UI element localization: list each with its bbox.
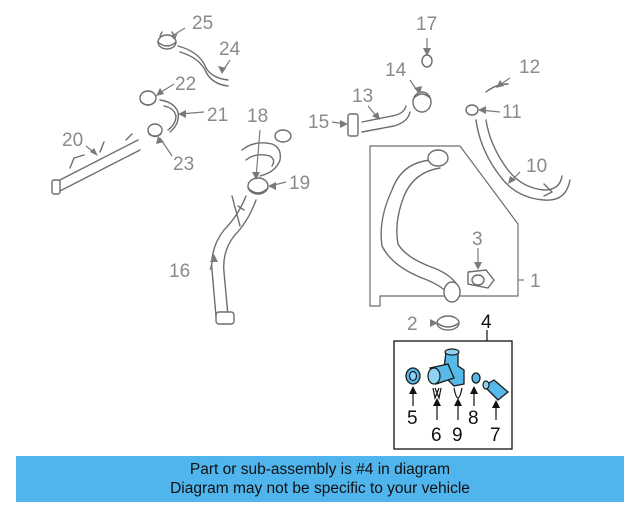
callout-22: 22 [175, 74, 196, 95]
callout-24: 24 [219, 39, 241, 60]
hose-1 [380, 149, 461, 303]
callout-23: 23 [173, 154, 194, 175]
clip-6-part [432, 387, 442, 401]
callout-8: 8 [468, 408, 479, 429]
hose-21 [159, 99, 180, 133]
pipe-20 [51, 133, 141, 195]
callout-16: 16 [169, 261, 190, 282]
callout-10: 10 [526, 156, 547, 177]
callout-14: 14 [385, 60, 407, 81]
callout-3: 3 [472, 229, 483, 250]
callout-6: 6 [431, 425, 442, 446]
callout-7: 7 [490, 425, 501, 446]
hose-24 [177, 45, 229, 87]
seal-11 [465, 104, 479, 116]
callout-18: 18 [247, 106, 268, 127]
parts-diagram: 25 24 22 21 23 20 18 19 16 17 14 13 15 1… [51, 13, 571, 450]
callout-9: 9 [452, 425, 463, 446]
leader-lines [85, 27, 524, 327]
callout-19: 19 [289, 173, 310, 194]
pipe-16 [211, 195, 257, 325]
callout-2: 2 [407, 314, 418, 335]
cap-14 [412, 91, 432, 113]
callout-15: 15 [308, 112, 329, 133]
hose-13 [361, 105, 411, 133]
oring-8-part [471, 372, 481, 384]
clamp-19 [247, 177, 269, 195]
banner-line-2: Diagram may not be specific to your vehi… [170, 480, 470, 497]
callout-5: 5 [407, 408, 418, 429]
sub-assembly-4[interactable] [393, 330, 513, 450]
hose-18 [241, 129, 292, 177]
callout-4: 4 [481, 312, 492, 333]
sensor-7-part [482, 379, 510, 401]
callout-21: 21 [207, 105, 228, 126]
callout-13: 13 [352, 86, 373, 107]
pipe-10 [475, 119, 571, 201]
connector-highlight [427, 348, 465, 387]
callout-11: 11 [502, 102, 522, 123]
callout-12: 12 [519, 57, 540, 78]
line-12 [485, 83, 509, 93]
info-banner: Part or sub-assembly is #4 in diagram Di… [16, 456, 624, 502]
bracket-15 [347, 113, 359, 137]
banner-line-1: Part or sub-assembly is #4 in diagram [189, 461, 451, 478]
callout-17: 17 [416, 14, 437, 35]
clamp-22 [139, 90, 157, 106]
seal-17 [421, 54, 433, 68]
seal-5-part [405, 367, 421, 385]
callout-1: 1 [530, 271, 541, 292]
clamp-2 [436, 315, 460, 331]
callout-25: 25 [192, 13, 213, 34]
callout-20: 20 [62, 130, 83, 151]
bracket-3 [467, 269, 495, 289]
clamp-23 [147, 123, 163, 138]
